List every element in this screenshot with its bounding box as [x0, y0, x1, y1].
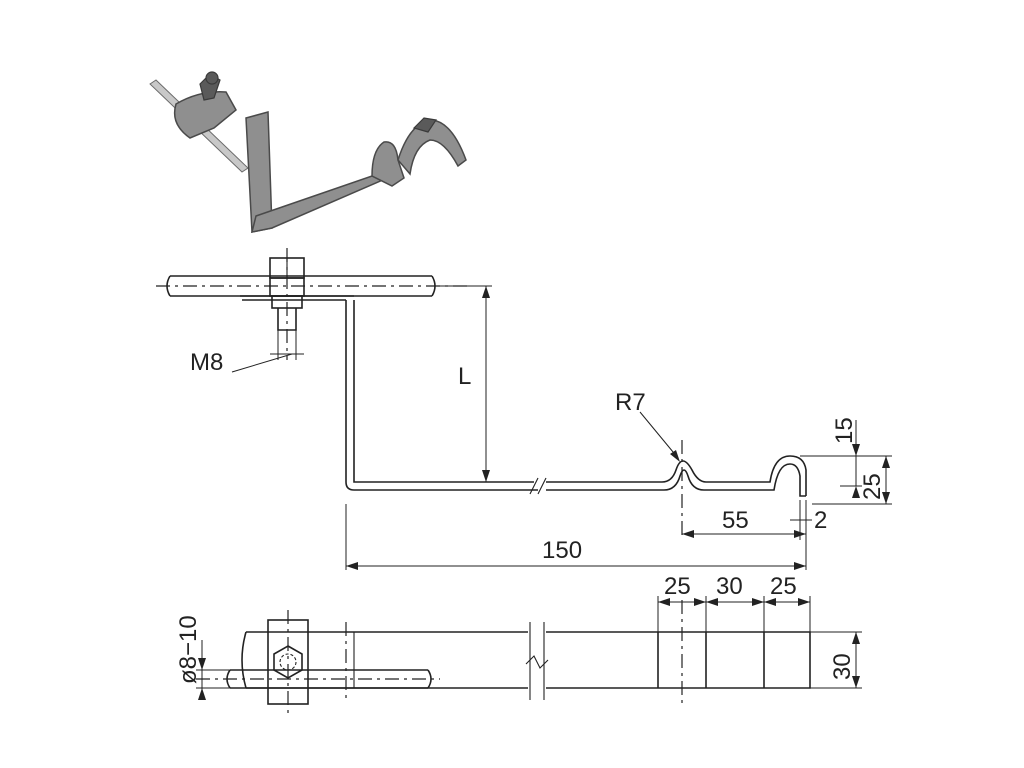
hook-top-label: 15 [831, 417, 858, 444]
hook-height-label: 25 [859, 473, 886, 500]
height-label: L [458, 363, 471, 390]
hook-length-label: 55 [722, 507, 749, 534]
seg-c-label: 25 [770, 573, 797, 600]
side-dimensions: L M8 R7 55 2 150 [190, 285, 892, 570]
radius-label: R7 [615, 389, 646, 416]
bolt-label: M8 [190, 349, 223, 376]
seg-a-label: 25 [664, 573, 691, 600]
total-length-label: 150 [542, 537, 582, 564]
plan-dimensions: 25 30 25 30 ø8−10 [175, 573, 862, 700]
seg-b-label: 30 [716, 573, 743, 600]
side-view [156, 248, 807, 540]
product-photo [149, 71, 467, 233]
thickness-label: 2 [814, 507, 827, 534]
width-label: 30 [829, 653, 856, 680]
rod-diameter-label: ø8−10 [175, 615, 202, 684]
plan-view [196, 600, 811, 716]
